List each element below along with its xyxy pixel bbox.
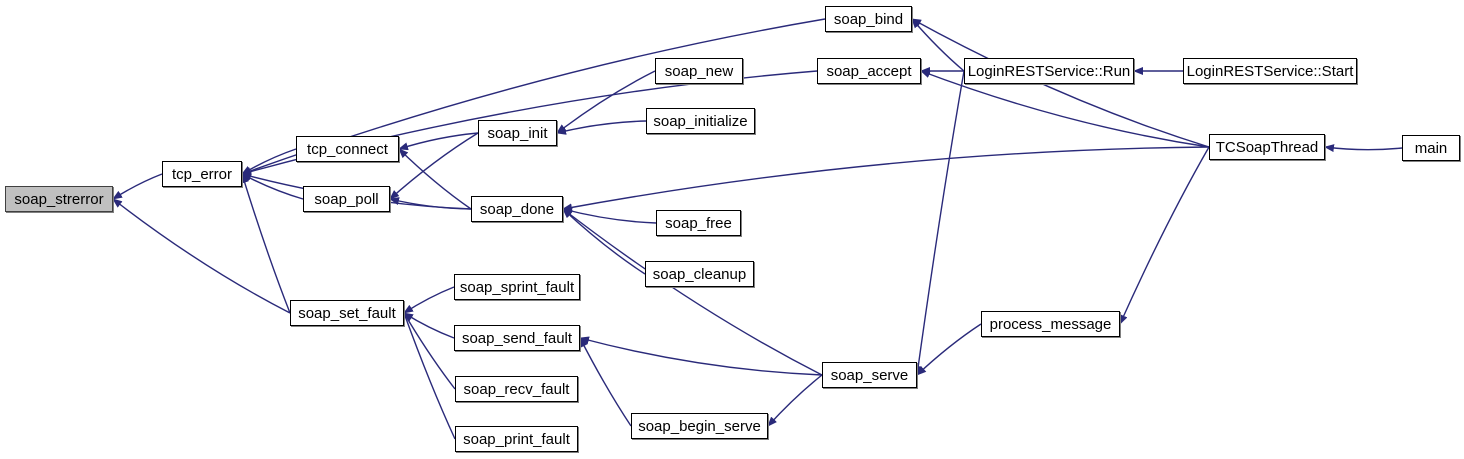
graph-node-label: soap_sprint_fault	[459, 278, 575, 296]
graph-node-label: LoginRESTService::Start	[1186, 62, 1354, 80]
edge-tcp_error-to-soap_strerror	[112, 173, 163, 200]
graph-node-soap_cleanup[interactable]: soap_cleanup	[645, 261, 754, 287]
edge-process_message-to-soap_serve	[916, 323, 982, 376]
graph-node-label: tcp_error	[171, 165, 233, 183]
edge-soap_serve-to-soap_begin_serve	[767, 374, 823, 427]
edge-soap_send_fault-to-soap_set_fault	[403, 312, 455, 339]
graph-node-label: process_message	[989, 315, 1112, 333]
graph-node-LoginRESTService_Run[interactable]: LoginRESTService::Run	[964, 58, 1134, 84]
graph-node-soap_done[interactable]: soap_done	[471, 196, 563, 222]
edge-soap_done-to-tcp_connect	[398, 148, 472, 210]
graph-node-soap_print_fault[interactable]: soap_print_fault	[455, 426, 578, 452]
edge-TCSoapThread-to-process_message	[1119, 146, 1210, 325]
graph-node-soap_initialize[interactable]: soap_initialize	[646, 108, 755, 134]
edge-TCSoapThread-to-soap_done	[562, 146, 1210, 212]
graph-node-soap_poll[interactable]: soap_poll	[303, 186, 390, 212]
edge-tcp_connect-to-tcp_error	[241, 148, 297, 175]
graph-node-label: tcp_connect	[307, 140, 388, 158]
edge-main-to-TCSoapThread	[1324, 144, 1403, 153]
graph-node-soap_serve[interactable]: soap_serve	[822, 362, 917, 388]
edge-soap_recv_fault-to-soap_set_fault	[403, 312, 456, 390]
graph-node-tcp_error[interactable]: tcp_error	[162, 161, 242, 187]
edge-soap_initialize-to-soap_init	[556, 120, 647, 135]
graph-node-soap_begin_serve[interactable]: soap_begin_serve	[631, 413, 768, 439]
graph-node-label: soap_initialize	[653, 112, 748, 130]
graph-node-soap_sprint_fault[interactable]: soap_sprint_fault	[454, 274, 580, 300]
graph-node-label: soap_init	[487, 124, 548, 142]
edge-soap_print_fault-to-soap_set_fault	[403, 312, 456, 440]
graph-node-soap_init[interactable]: soap_init	[478, 120, 557, 146]
graph-node-main[interactable]: main	[1402, 135, 1460, 161]
edge-soap_new-to-soap_init	[556, 70, 656, 134]
edge-soap_init-to-soap_poll	[389, 132, 479, 200]
graph-node-soap_bind[interactable]: soap_bind	[825, 6, 912, 32]
graph-node-label: soap_done	[479, 200, 555, 218]
graph-node-label: soap_print_fault	[463, 430, 570, 448]
edge-soap_serve-to-soap_send_fault	[579, 336, 823, 376]
graph-node-label: main	[1414, 139, 1448, 157]
edge-soap_sprint_fault-to-soap_set_fault	[403, 286, 455, 314]
graph-node-label: LoginRESTService::Run	[967, 62, 1131, 80]
graph-node-process_message[interactable]: process_message	[981, 311, 1120, 337]
graph-node-soap_free[interactable]: soap_free	[656, 210, 741, 236]
graph-node-tcp_connect[interactable]: tcp_connect	[296, 136, 399, 162]
graph-node-TCSoapThread[interactable]: TCSoapThread	[1209, 134, 1325, 160]
graph-node-label: soap_accept	[826, 62, 912, 80]
edge-soap_begin_serve-to-soap_send_fault	[579, 337, 632, 427]
graph-node-label: soap_begin_serve	[638, 417, 761, 435]
graph-node-label: soap_bind	[833, 10, 904, 28]
graph-node-soap_recv_fault[interactable]: soap_recv_fault	[455, 376, 578, 402]
graph-node-label: soap_set_fault	[298, 304, 396, 322]
graph-node-label: soap_send_fault	[461, 329, 573, 347]
graph-node-label: soap_serve	[830, 366, 909, 384]
edge-soap_set_fault-to-soap_strerror	[112, 198, 291, 314]
edge-soap_cleanup-to-soap_done	[562, 208, 646, 275]
graph-node-soap_new[interactable]: soap_new	[655, 58, 743, 84]
graph-node-soap_accept[interactable]: soap_accept	[817, 58, 921, 84]
edge-soap_poll-to-tcp_error	[241, 173, 304, 200]
graph-node-soap_set_fault[interactable]: soap_set_fault	[290, 300, 404, 326]
graph-node-label: soap_free	[665, 214, 732, 232]
graph-node-soap_send_fault[interactable]: soap_send_fault	[454, 325, 580, 351]
graph-node-soap_strerror[interactable]: soap_strerror	[5, 186, 113, 212]
graph-node-label: soap_new	[664, 62, 734, 80]
edge-soap_set_fault-to-tcp_error	[240, 173, 291, 314]
edge-soap_free-to-soap_done	[562, 207, 657, 224]
edge-soap_done-to-soap_poll	[389, 197, 472, 210]
graph-node-label: soap_strerror	[14, 190, 104, 208]
graph-node-label: soap_poll	[314, 190, 379, 208]
graph-node-label: soap_cleanup	[652, 265, 747, 283]
graph-node-label: TCSoapThread	[1215, 138, 1319, 156]
graph-node-LoginRESTService_Start[interactable]: LoginRESTService::Start	[1183, 58, 1357, 84]
edge-LoginRESTService_Run-to-soap_serve	[914, 70, 965, 376]
graph-node-label: soap_recv_fault	[463, 380, 570, 398]
edge-soap_init-to-tcp_connect	[398, 132, 479, 151]
